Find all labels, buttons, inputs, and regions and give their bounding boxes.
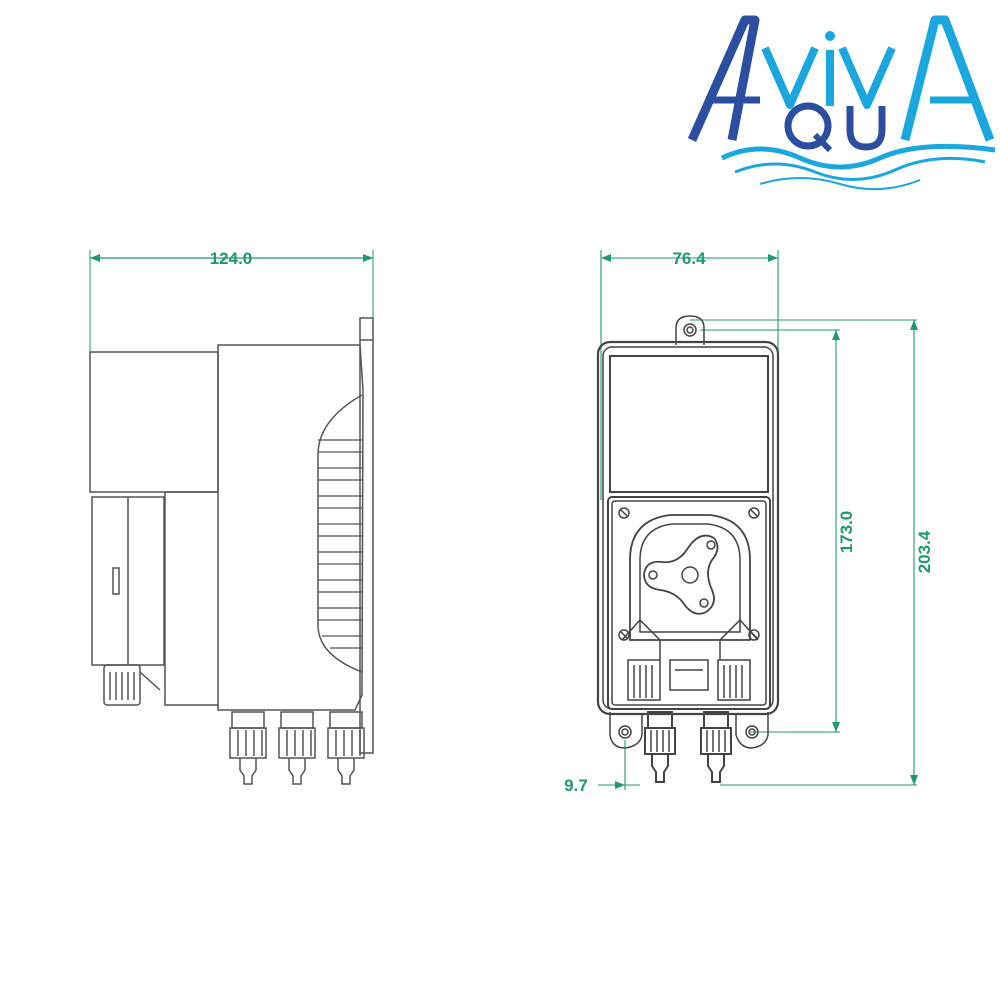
brand-logo (687, 15, 996, 191)
offset-label: 9.7 (564, 776, 588, 795)
side-view (89, 250, 374, 785)
front-width-label: 76.4 (672, 249, 706, 268)
side-width-label: 124.0 (210, 249, 253, 268)
front-view (596, 250, 918, 790)
total-height-label: 203.4 (915, 530, 934, 573)
mount-height-label: 173.0 (837, 511, 856, 554)
